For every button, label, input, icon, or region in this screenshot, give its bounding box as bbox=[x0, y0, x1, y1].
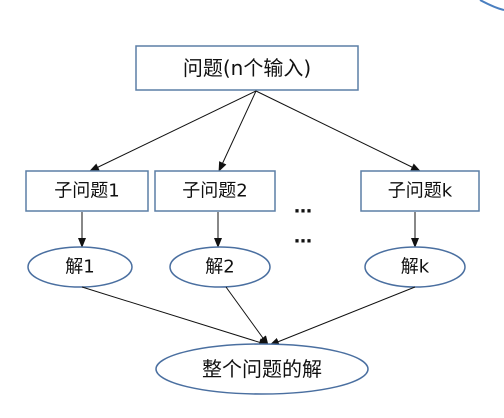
arrow-root-to-sub2 bbox=[218, 90, 257, 172]
arrow-solk-to-final bbox=[269, 286, 416, 346]
arrow-sol2-to-final bbox=[225, 286, 269, 346]
subproblem-1-label: 子问题1 bbox=[54, 181, 119, 202]
solution-2-label: 解2 bbox=[205, 257, 234, 278]
solution-1-node: 解1 bbox=[27, 246, 133, 288]
corner-arc-decoration bbox=[479, 0, 504, 11]
solution-k-label: 解k bbox=[401, 257, 430, 278]
subproblem-k-node: 子问题k bbox=[360, 170, 480, 212]
root-problem-node: 问题(n个输入) bbox=[135, 45, 359, 91]
solution-2-node: 解2 bbox=[169, 246, 271, 288]
subproblem-1-node: 子问题1 bbox=[25, 170, 149, 212]
solution-k-node: 解k bbox=[364, 246, 466, 288]
solution-1-label: 解1 bbox=[65, 257, 94, 278]
arrow-root-to-sub1 bbox=[89, 90, 257, 172]
final-solution-label: 整个问题的解 bbox=[202, 357, 322, 381]
subproblem-k-label: 子问题k bbox=[388, 181, 453, 202]
root-problem-label: 问题(n个输入) bbox=[183, 56, 311, 80]
arrow-sol1-to-final bbox=[81, 286, 269, 347]
ellipsis-lower: … bbox=[294, 227, 312, 248]
subproblem-2-label: 子问题2 bbox=[182, 181, 247, 202]
ellipsis-upper: … bbox=[294, 197, 312, 218]
arrow-root-to-subk bbox=[255, 90, 421, 172]
subproblem-2-node: 子问题2 bbox=[154, 170, 276, 212]
final-solution-node: 整个问题的解 bbox=[155, 343, 369, 395]
